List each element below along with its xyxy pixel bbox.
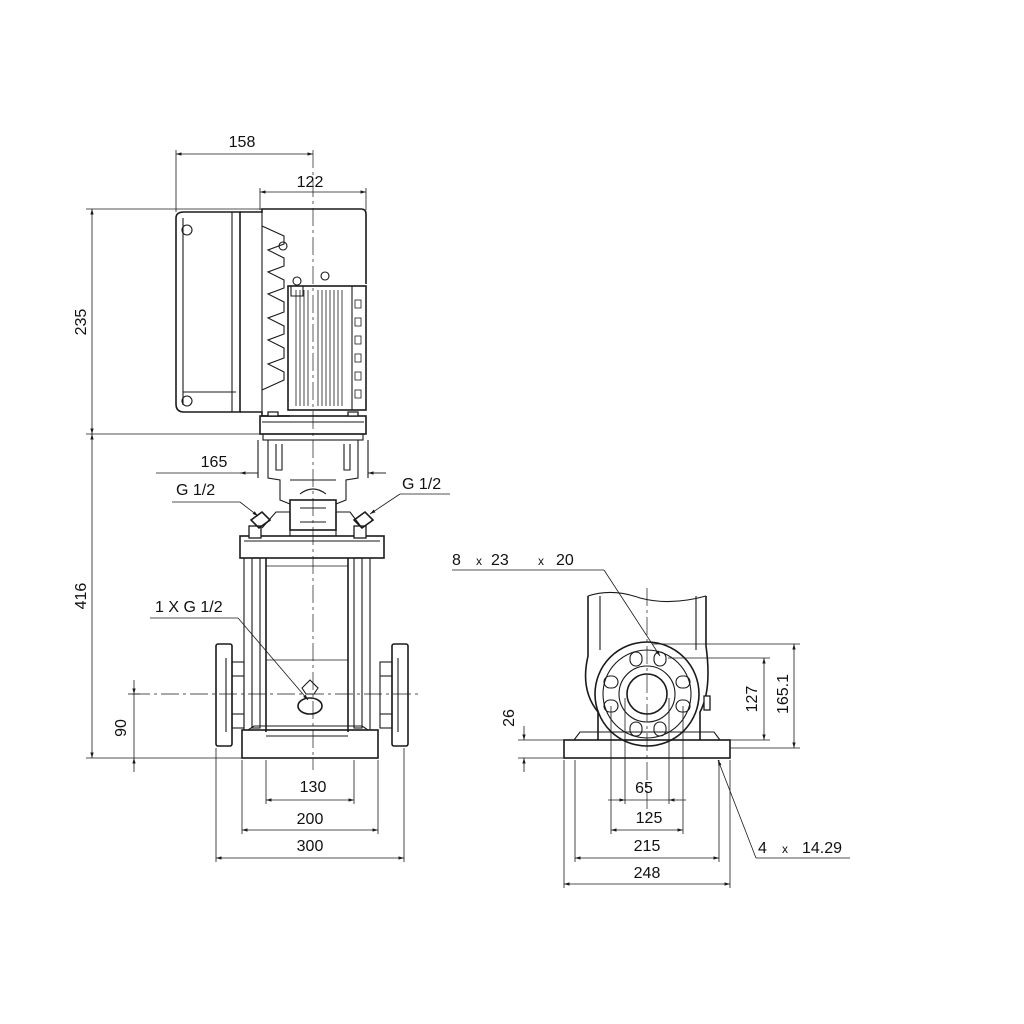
side-view: 8 x 23 x 20 26 127 165.1 65 125 215 248 …: [452, 552, 850, 888]
dim-165: 165: [201, 454, 228, 471]
label-g12-left: G 1/2: [176, 482, 215, 499]
dim-416: 416: [73, 583, 90, 610]
dim-300: 300: [297, 838, 324, 855]
label-flange-holes-count: 8: [452, 552, 461, 569]
dim-125: 125: [636, 810, 663, 827]
pump-sleeve: [243, 557, 371, 732]
label-times-1: x: [476, 554, 482, 568]
dim-235: 235: [73, 309, 90, 336]
pump-head: [239, 510, 385, 559]
label-base-holes-count: 4: [758, 840, 767, 857]
motor-flange: [259, 411, 367, 441]
dim-165-1: 165.1: [775, 674, 792, 714]
dim-130: 130: [300, 779, 327, 796]
outlet-flange: [594, 641, 700, 747]
dim-26: 26: [501, 709, 518, 727]
label-base-holes-diameter: 14.29: [802, 840, 842, 857]
terminal-box: [175, 211, 241, 413]
label-flange-holes-diameter: 23: [491, 552, 509, 569]
motor-stator: [287, 285, 367, 411]
dim-65: 65: [635, 780, 653, 797]
dim-122: 122: [297, 174, 324, 191]
label-times-3: x: [782, 842, 788, 856]
dim-200: 200: [297, 811, 324, 828]
dim-158: 158: [229, 134, 256, 151]
label-times-2: x: [538, 554, 544, 568]
dim-90: 90: [113, 719, 130, 737]
dim-127: 127: [744, 686, 761, 713]
pump-base: [241, 725, 379, 759]
side-base: [563, 739, 731, 759]
label-flange-holes-thickness: 20: [556, 552, 574, 569]
label-drain: 1 X G 1/2: [155, 599, 223, 616]
flange-bolt-holes: [603, 651, 691, 737]
dim-215: 215: [634, 838, 661, 855]
side-dimensions: [452, 569, 850, 888]
dim-248: 248: [634, 865, 661, 882]
side-flanges: [132, 643, 420, 747]
front-dimensions: [86, 150, 450, 862]
front-view: 158 122 235 416 165 G 1/2 G 1/2 1 X G 1/…: [73, 134, 450, 862]
label-g12-right: G 1/2: [402, 476, 441, 493]
motor-head: [240, 208, 367, 417]
